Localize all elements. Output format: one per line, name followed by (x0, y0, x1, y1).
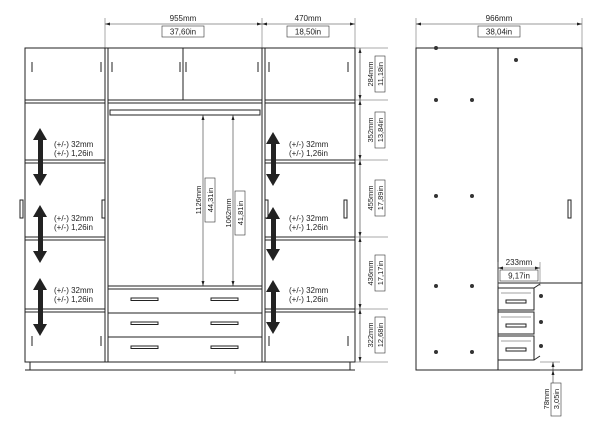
adjust-mm-r3: (+/-) 32mm (289, 286, 329, 295)
width-in: 37,60in (170, 28, 196, 37)
handle-left (19, 199, 24, 219)
open-drawers (497, 283, 541, 361)
drawer-depth-in: 9,17in (508, 272, 530, 281)
width-dimension: 955mm 37,60in 470mm 18,50in (104, 14, 356, 48)
height-4-in: 17,17in (376, 261, 385, 286)
adjust-in-r3: (+/-) 1,26in (289, 295, 328, 304)
adjust-in-r1: (+/-) 1,26in (289, 149, 328, 158)
height-2-mm: 352mm (366, 117, 375, 142)
adjust-mm-r1: (+/-) 32mm (289, 140, 329, 149)
adjust-arrow-left-3: (+/-) 32mm (+/-) 1,26in (33, 278, 94, 336)
handle-right (343, 199, 348, 219)
height-4-mm: 436mm (366, 260, 375, 285)
wardrobe-body (24, 47, 356, 363)
rail-height-mm: 1126mm (194, 186, 203, 215)
drawer-depth-dimension: 233mm 9,17in (497, 258, 541, 286)
hang-height-dimension: 1062mm 41,81in (224, 115, 246, 286)
depth-dimension: 966mm 38,04in (415, 14, 583, 48)
drawer-3 (107, 336, 263, 363)
depth-mm: 966mm (486, 14, 513, 23)
height-dimensions: 284mm 11,18in 352mm 13,84in 455mm 17,89i… (355, 47, 388, 363)
adjust-mm-l2: (+/-) 32mm (54, 214, 94, 223)
side-in: 18,50in (295, 28, 321, 37)
base-in: 3,05in (552, 389, 561, 409)
adjust-arrow-left-2: (+/-) 32mm (+/-) 1,26in (33, 205, 94, 263)
adjust-in-r2: (+/-) 1,26in (289, 223, 328, 232)
handle-center-right (264, 199, 269, 219)
adjust-arrow-right-3: (+/-) 32mm (+/-) 1,26in (266, 280, 329, 334)
side-view: 966mm 38,04in (415, 14, 583, 417)
height-5-in: 12,68in (376, 323, 385, 348)
adjust-in-l3: (+/-) 1,26in (54, 295, 93, 304)
side-body (415, 47, 499, 371)
hang-height-mm: 1062mm (224, 198, 233, 227)
side-handle (567, 199, 572, 219)
adjust-mm-r2: (+/-) 32mm (289, 214, 329, 223)
height-3-in: 17,89in (376, 186, 385, 211)
base-mm: 78mm (542, 389, 551, 410)
width-mm: 955mm (170, 14, 197, 23)
drawer-depth-mm: 233mm (506, 258, 533, 267)
height-1-in: 11,18in (376, 62, 385, 86)
adjust-in-l2: (+/-) 1,26in (54, 223, 93, 232)
hinges (31, 62, 349, 346)
rail-height-dimension: 1126mm 44,31in (194, 115, 216, 286)
height-3-mm: 455mm (366, 185, 375, 210)
adjust-mm-l3: (+/-) 32mm (54, 286, 94, 295)
handle-center-left (101, 199, 106, 219)
hang-height-in: 41,81in (236, 201, 245, 226)
adjust-arrow-right-2: (+/-) 32mm (+/-) 1,26in (266, 207, 329, 261)
adjust-arrow-right-1: (+/-) 32mm (+/-) 1,26in (266, 132, 329, 186)
base-dimension: 78mm 3,05in (540, 361, 562, 417)
adjust-mm-l1: (+/-) 32mm (54, 140, 94, 149)
height-5-mm: 322mm (366, 322, 375, 347)
depth-in: 38,04in (486, 28, 512, 37)
rail-height-in: 44,31in (206, 188, 215, 213)
height-1-mm: 284mm (366, 61, 375, 86)
adjust-arrow-left-1: (+/-) 32mm (+/-) 1,26in (33, 128, 94, 186)
front-view: 955mm 37,60in 470mm 18,50in (19, 14, 388, 374)
adjust-in-l1: (+/-) 1,26in (54, 149, 93, 158)
hanging-rail (109, 109, 261, 116)
hinge-dots (434, 46, 543, 354)
height-2-in: 13,84in (376, 118, 385, 143)
side-mm: 470mm (295, 14, 322, 23)
